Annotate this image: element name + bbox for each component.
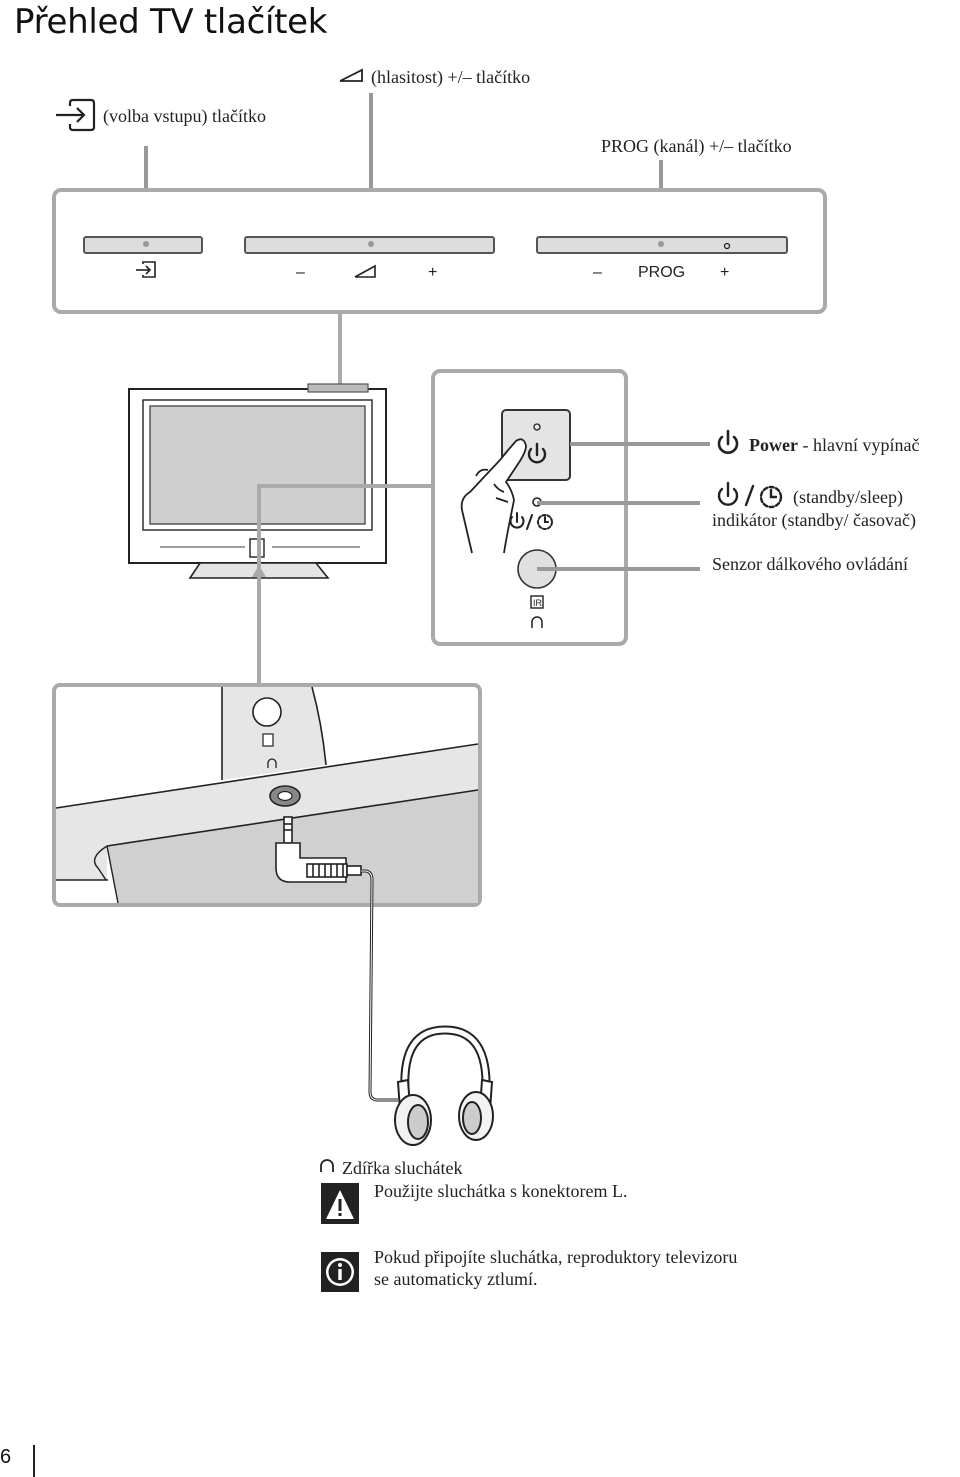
headphones-illustration <box>394 1025 494 1146</box>
prog-minus-label: – <box>593 264 602 281</box>
volume-minus-label: – <box>296 264 305 281</box>
volume-icon <box>339 68 363 82</box>
panel-headphone-icon <box>531 616 543 628</box>
warning-text: Použijte sluchátka s konektorem L. <box>374 1181 628 1201</box>
prog-tactile-dot <box>723 242 731 250</box>
volume-button-label: (hlasitost) +/– tlačítko <box>371 67 530 88</box>
headphone-jack-label: Zdířka sluchátek <box>342 1158 463 1178</box>
leader-lines-right <box>537 442 710 571</box>
info-icon <box>321 1252 359 1292</box>
svg-text:IR: IR <box>533 598 543 608</box>
panel-standby-icon <box>509 512 553 530</box>
prog-plus-label: + <box>720 264 729 281</box>
input-button-label: (volba vstupu) tlačítko <box>103 106 266 127</box>
headphone-icon <box>320 1159 334 1172</box>
power-panel-closeup <box>431 369 628 646</box>
l-plug-connector <box>275 816 362 883</box>
panel-input-icon <box>136 261 156 278</box>
power-icon <box>717 429 739 454</box>
panel-volume-icon <box>354 264 376 278</box>
power-label-bold: Power <box>749 435 798 455</box>
panel-power-icon <box>527 442 547 464</box>
page-number: 6 <box>0 1446 12 1468</box>
input-button[interactable] <box>83 236 203 254</box>
remote-sensor-label: Senzor dálkového ovládání <box>712 554 908 574</box>
prog-button-label: PROG (kanál) +/– tlačítko <box>601 136 792 157</box>
info-text-line2: se automaticky ztlumí. <box>374 1269 538 1289</box>
page-number-divider <box>33 1445 35 1477</box>
standby-sleep-icon <box>717 481 783 509</box>
power-label: Power - hlavní vypínač <box>749 435 919 455</box>
standby-label-line2: indikátor (standby/ časovač) <box>712 510 916 531</box>
input-icon <box>56 98 96 132</box>
warning-icon <box>321 1183 359 1224</box>
ir-icon <box>530 595 544 609</box>
headphone-jack-closeup <box>52 683 482 907</box>
tv-top-buttons <box>307 383 369 393</box>
standby-label-line1: (standby/sleep) <box>793 487 903 508</box>
volume-plus-label: + <box>428 264 437 281</box>
info-text-line1: Pokud připojíte sluchátka, reproduktory … <box>374 1247 738 1267</box>
power-label-rest: - hlavní vypínač <box>798 435 919 455</box>
prog-label: PROG <box>638 264 685 281</box>
hand-illustration <box>460 438 527 554</box>
page-title: Přehled TV tlačítek <box>14 2 328 42</box>
